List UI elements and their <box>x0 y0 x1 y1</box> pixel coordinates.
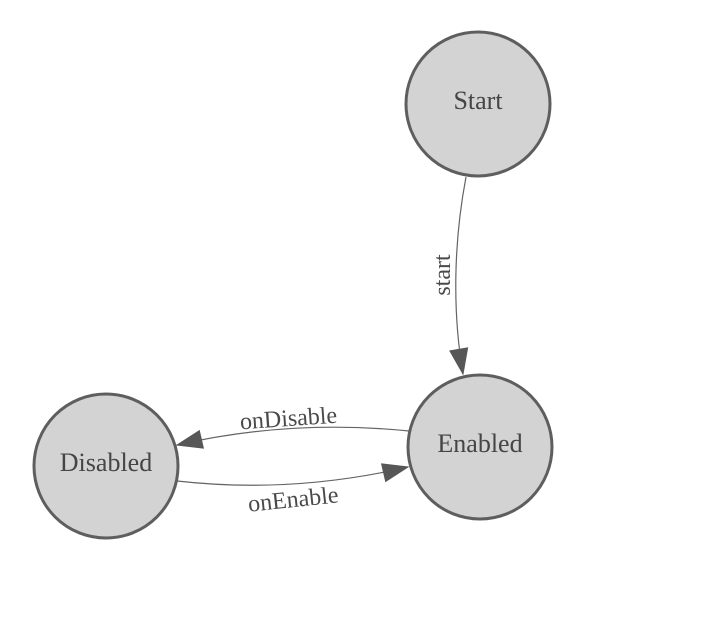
edge-start-to-enabled <box>449 176 469 376</box>
edge-enabled-to-disabled <box>175 426 410 449</box>
state-node-start[interactable]: Start <box>404 30 552 178</box>
transition-enabled-to-disabled: onDisable <box>175 403 410 449</box>
state-label-disabled: Disabled <box>60 448 152 477</box>
state-label-enabled: Enabled <box>437 429 522 458</box>
transition-disabled-to-enabled: onEnable <box>176 463 410 518</box>
state-label-start: Start <box>453 86 503 115</box>
edge-disabled-to-enabled <box>176 463 410 486</box>
edge-label-onenable: onEnable <box>247 482 340 517</box>
state-circle-start[interactable] <box>404 30 552 178</box>
state-circle-disabled[interactable] <box>32 392 180 540</box>
transition-start-to-enabled: start <box>430 176 469 376</box>
state-node-disabled[interactable]: Disabled <box>32 392 180 540</box>
edge-label-start: start <box>430 254 456 296</box>
state-circle-enabled[interactable] <box>406 373 554 521</box>
state-node-enabled[interactable]: Enabled <box>406 373 554 521</box>
edge-label-ondisable: onDisable <box>239 403 338 436</box>
